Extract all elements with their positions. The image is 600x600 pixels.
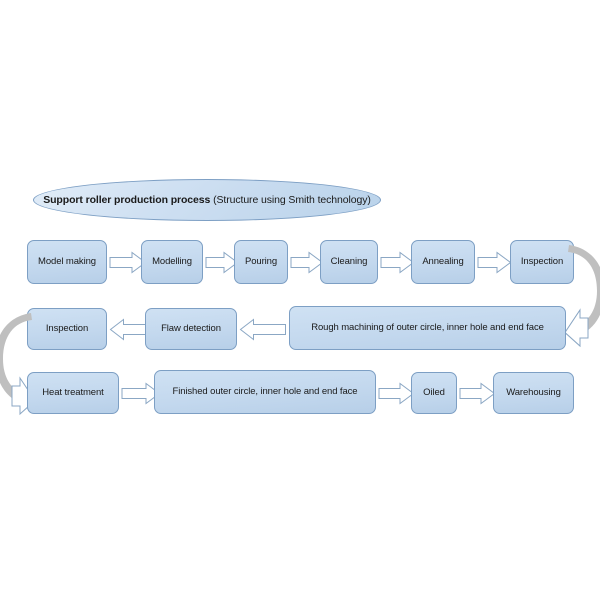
diagram-title-main: Support roller production process [43, 194, 211, 206]
diagram-title-sub: (Structure using Smith technology) [210, 194, 371, 206]
process-box-warehousing[interactable]: Warehousing [493, 372, 574, 414]
arrow-flaw-detection-to-inspection [109, 318, 146, 341]
process-box-flaw-detection[interactable]: Flaw detection [145, 308, 237, 350]
process-box-label: Heat treatment [42, 387, 104, 399]
process-box-pouring[interactable]: Pouring [234, 240, 288, 284]
arrow-pouring-to-cleaning [290, 251, 324, 274]
diagram-title-text: Support roller production process (Struc… [43, 194, 371, 206]
arrow-model-making-to-modelling [109, 251, 147, 274]
process-box-label: Finished outer circle, inner hole and en… [172, 386, 358, 398]
process-box-inspection-row1[interactable]: Inspection [510, 240, 574, 284]
process-box-rough-machining[interactable]: Rough machining of outer circle, inner h… [289, 306, 566, 350]
process-box-heat-treatment[interactable]: Heat treatment [27, 372, 119, 414]
arrow-finished-to-oiled [378, 382, 415, 405]
process-box-modelling[interactable]: Modelling [141, 240, 203, 284]
arrow-heat-treatment-to-finished [121, 382, 161, 405]
process-box-inspection-row2[interactable]: Inspection [27, 308, 107, 350]
process-box-annealing[interactable]: Annealing [411, 240, 475, 284]
process-box-cleaning[interactable]: Cleaning [320, 240, 378, 284]
process-box-label: Inspection [45, 323, 89, 335]
diagram-title-ellipse: Support roller production process (Struc… [33, 179, 381, 221]
arrow-oiled-to-warehousing [459, 382, 496, 405]
process-box-label: Oiled [423, 387, 445, 399]
process-box-label: Pouring [244, 256, 278, 268]
process-box-label: Model making [38, 256, 96, 268]
arrow-modelling-to-pouring [205, 251, 239, 274]
process-box-label: Cleaning [330, 256, 368, 268]
process-box-label: Warehousing [506, 387, 561, 399]
process-box-label: Annealing [422, 256, 464, 268]
process-box-label: Inspection [520, 256, 564, 268]
arrow-cleaning-to-annealing [380, 251, 415, 274]
arrow-annealing-to-inspection [477, 251, 512, 274]
connector-row1-to-row2-icon [564, 245, 600, 348]
arrow-rough-machining-to-flaw-detection [239, 318, 286, 341]
process-box-label: Rough machining of outer circle, inner h… [311, 322, 544, 334]
process-box-label: Modelling [152, 256, 192, 268]
process-box-model-making[interactable]: Model making [27, 240, 107, 284]
process-box-oiled[interactable]: Oiled [411, 372, 457, 414]
process-box-finished-machining[interactable]: Finished outer circle, inner hole and en… [154, 370, 376, 414]
process-box-label: Flaw detection [161, 323, 221, 335]
